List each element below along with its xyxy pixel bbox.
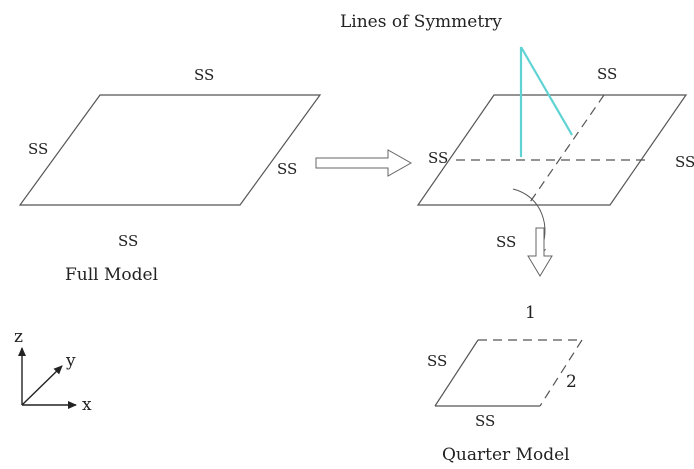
quarter-model-label: Quarter Model — [442, 445, 570, 465]
z-axis-label: z — [14, 327, 23, 347]
symmetry-ss-right: SS — [675, 153, 694, 171]
symmetry-plate — [416, 94, 688, 206]
full-model-ss-right: SS — [277, 160, 297, 178]
down-arrow — [527, 227, 553, 277]
symmetry-ss-left: SS — [428, 149, 448, 167]
quarter-label-2: 2 — [566, 372, 577, 392]
transform-arrow — [315, 149, 413, 177]
full-model-plate — [18, 94, 322, 206]
quarter-model: 1 2 SS SS Quarter Model — [427, 303, 583, 465]
y-axis — [21, 365, 63, 406]
full-model-ss-left: SS — [28, 140, 48, 158]
quarter-ss-left: SS — [427, 352, 447, 370]
full-model-ss-bottom: SS — [118, 232, 138, 250]
symmetry-title: Lines of Symmetry — [340, 12, 502, 32]
quarter-edge-right-dashed — [539, 339, 583, 407]
symmetry-pointer-2 — [520, 46, 573, 136]
full-model: SS SS SS SS Full Model — [18, 66, 322, 285]
symmetry-model: Lines of Symmetry SS SS SS SS — [340, 12, 694, 277]
quarter-label-1: 1 — [525, 303, 536, 323]
symmetry-ss-top: SS — [597, 65, 617, 83]
symmetry-ss-bottom: SS — [496, 233, 516, 251]
symmetry-line-diagonal — [527, 94, 605, 206]
quarter-ss-bottom: SS — [475, 412, 495, 430]
full-model-label: Full Model — [65, 265, 158, 285]
x-axis-label: x — [82, 395, 92, 415]
coordinate-axes: z y x — [14, 327, 92, 415]
full-model-ss-top: SS — [194, 66, 214, 84]
y-axis-label: y — [65, 351, 76, 371]
quarter-edge-left — [434, 339, 479, 407]
